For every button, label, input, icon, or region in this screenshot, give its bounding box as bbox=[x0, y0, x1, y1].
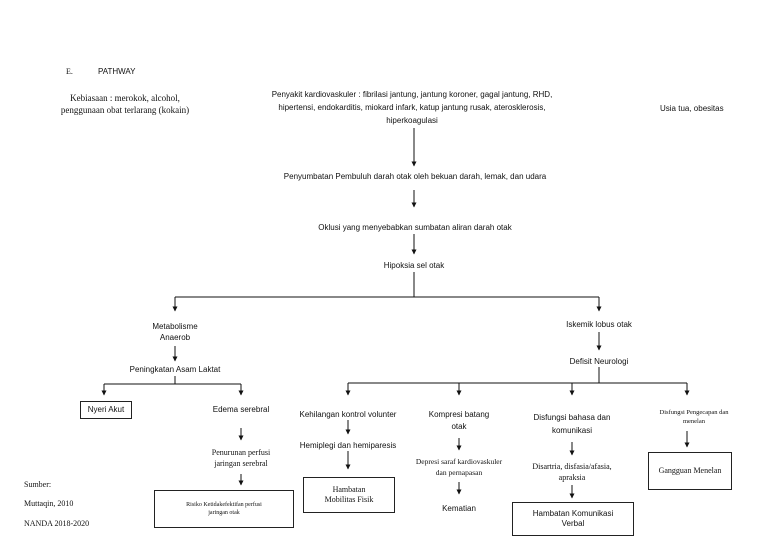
node-hemiplegia: Hemiplegi dan hemiparesis bbox=[299, 441, 397, 450]
node-neuro-deficit: Defisit Neurologi bbox=[569, 357, 629, 366]
node-cardio: Penyakit kardiovaskuler : fibrilasi jant… bbox=[271, 90, 553, 125]
node-brainstem-compression: Kompresi batang otak bbox=[428, 410, 490, 431]
node-depression: Depresi saraf kardiovaskuler dan pernapa… bbox=[415, 457, 503, 477]
node-occlusion: Oklusi yang menyebabkan sumbatan aliran … bbox=[318, 223, 512, 232]
node-cerebral-edema: Edema serebral bbox=[212, 405, 270, 414]
diagnosis-mobility: Hambatan Mobilitas Fisik bbox=[303, 477, 395, 513]
node-death: Kematian bbox=[442, 504, 476, 513]
section-title: PATHWAY bbox=[98, 67, 136, 76]
source-label: Sumber: bbox=[24, 480, 52, 489]
node-swallow-dysfunction: Disfungsi Pengecapan dan menelan bbox=[659, 409, 729, 425]
diagnosis-perfusion-risk: Risiko Ketidakefektifan perfusi jaringan… bbox=[154, 490, 294, 528]
node-hypoxia: Hipoksia sel otak bbox=[383, 261, 445, 270]
source-ref-nanda: NANDA 2018-2020 bbox=[24, 519, 90, 528]
node-blockage: Penyumbatan Pembuluh darah otak oleh bek… bbox=[283, 172, 547, 181]
section-letter: E. bbox=[66, 67, 73, 76]
diagnosis-swallowing: Gangguan Menelan bbox=[648, 452, 732, 490]
diagnosis-acute-pain: Nyeri Akut bbox=[80, 401, 132, 419]
diagnosis-verbal-communication: Hambatan Komunikasi Verbal bbox=[512, 502, 634, 536]
node-age: Usia tua, obesitas bbox=[660, 104, 724, 113]
node-habits: Kebiasaan : merokok, alcohol, penggunaan… bbox=[60, 93, 190, 115]
node-lactic-acid: Peningkatan Asam Laktat bbox=[129, 365, 221, 374]
node-metabolism: Metabolisme Anaerob bbox=[152, 322, 198, 342]
node-perfusion-decrease: Penurunan perfusi jaringan serebral bbox=[211, 448, 271, 468]
node-ischemia: Iskemik lobus otak bbox=[566, 320, 632, 329]
node-dysarthria: Disartria, disfasia/afasia, apraksia bbox=[532, 462, 612, 482]
node-language-dysfunction: Disfungsi bahasa dan komunikasi bbox=[533, 413, 611, 435]
node-motor-loss: Kehilangan kontrol volunter bbox=[299, 410, 397, 419]
source-ref-muttaqin: Muttaqin, 2010 bbox=[24, 499, 74, 508]
